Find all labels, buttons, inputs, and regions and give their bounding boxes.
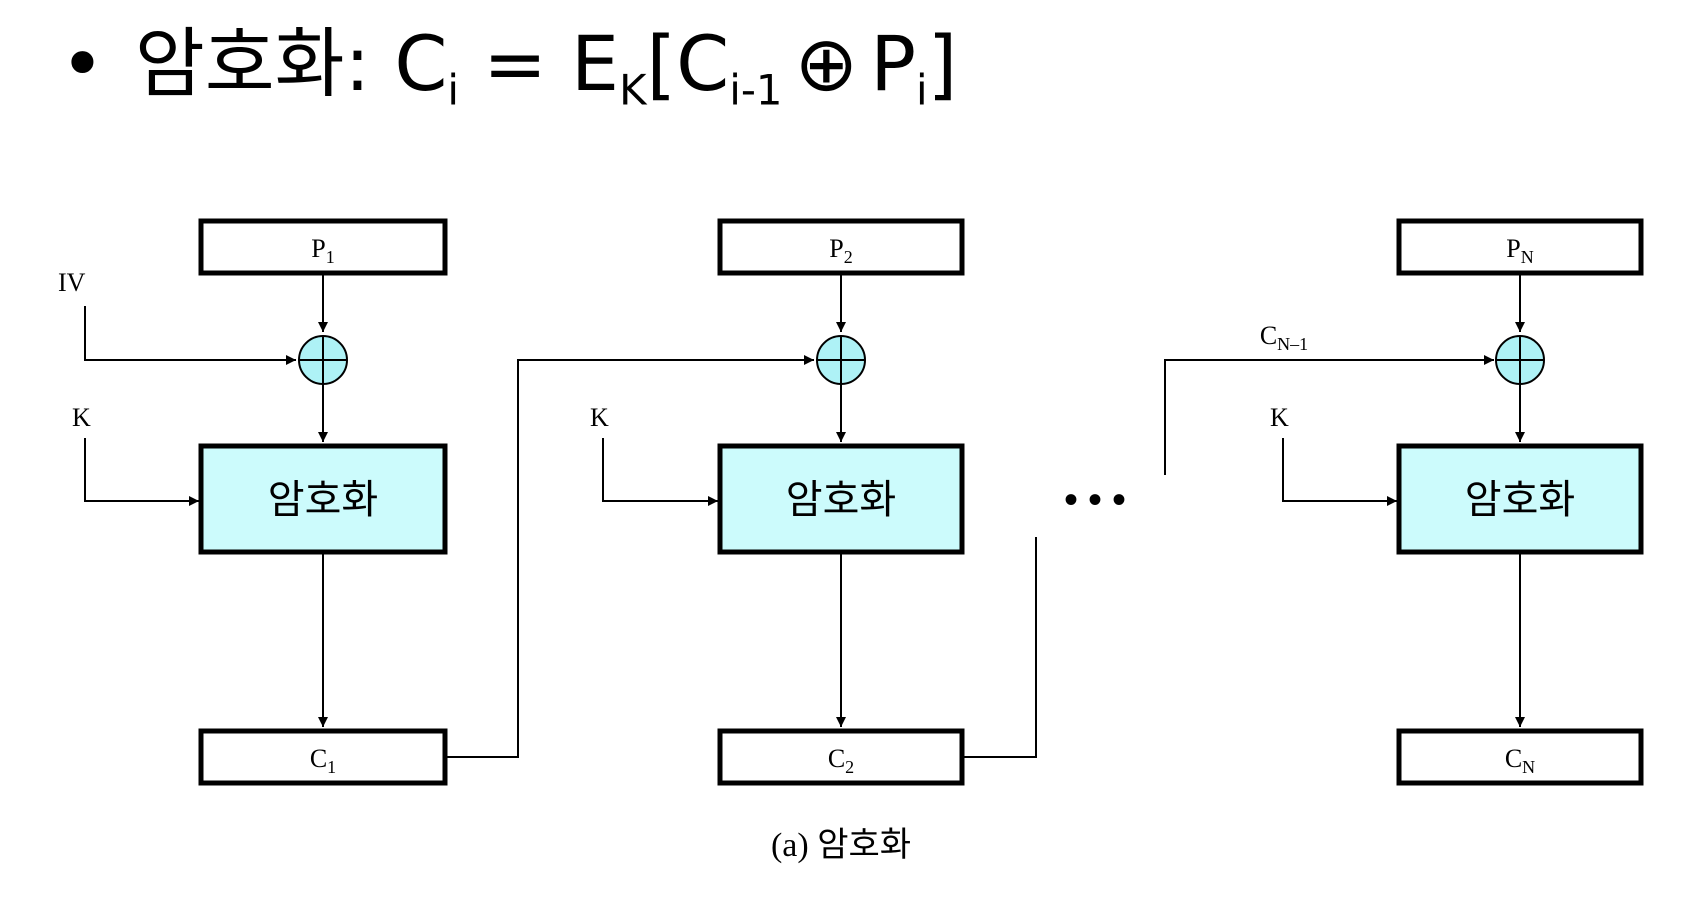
arrow-c1-to-xor2 [446,355,814,758]
formula-sub-i: i [447,65,460,115]
ciphertext-box-1 [198,728,448,786]
key-label-n: K [1270,403,1289,432]
plaintext-label-2: P2 [829,234,852,267]
encrypt-block-2 [717,443,965,555]
ciphertext-label-1: C1 [310,744,336,777]
line-c2-out [963,537,1037,758]
encrypt-block-label-n: 암호화 [1465,477,1575,523]
encryption-formula: •암호화: Ci = EK[Ci-1⊕Pi] [60,18,957,116]
bullet: • [60,19,105,108]
ciphertext-box-n [1396,728,1644,786]
xor-icon-1 [298,335,348,385]
plaintext-box-2 [717,218,965,276]
arrow-key-to-block-2 [602,438,718,506]
iv-label: IV [58,268,86,297]
arrow-key-to-block-1 [84,438,199,506]
encrypt-block-label-2: 암호화 [786,477,896,523]
xor-icon-2 [816,335,866,385]
encrypt-block-label-1: 암호화 [268,477,378,523]
ciphertext-label-2: C2 [828,744,854,777]
arrow-cn-minus-1-to-xor [1164,355,1494,475]
arrow-key-to-block-n [1282,438,1397,506]
formula-sub-i2: i [916,65,928,115]
plaintext-box-n [1396,218,1644,276]
ciphertext-label-n: CN [1505,744,1535,777]
formula-sub-k: K [619,65,647,115]
formula-prefix: 암호화: C [134,19,448,108]
arrow-iv-to-xor [84,306,296,365]
c-n-minus-1-label: CN–1 [1260,321,1308,354]
ciphertext-box-2 [717,728,965,786]
key-label-2: K [590,403,609,432]
key-label-1: K [72,403,91,432]
diagram-caption: (a) 암호화 [771,827,911,864]
encrypt-block-1 [198,443,448,555]
ellipsis: • • • [1064,477,1126,522]
formula-xor: ⊕ [794,19,859,108]
formula-bracket-open: [C [646,19,730,108]
xor-icon-n [1495,335,1545,385]
encrypt-block-n [1396,443,1644,555]
formula-bracket-close: ] [927,19,958,108]
plaintext-label-1: P1 [311,234,334,267]
plaintext-box-1 [198,218,448,276]
formula-sub-i-minus-1: i-1 [729,65,783,115]
plaintext-label-n: PN [1506,234,1533,267]
formula-p: P [870,19,917,108]
formula-eq: = E [459,19,620,108]
